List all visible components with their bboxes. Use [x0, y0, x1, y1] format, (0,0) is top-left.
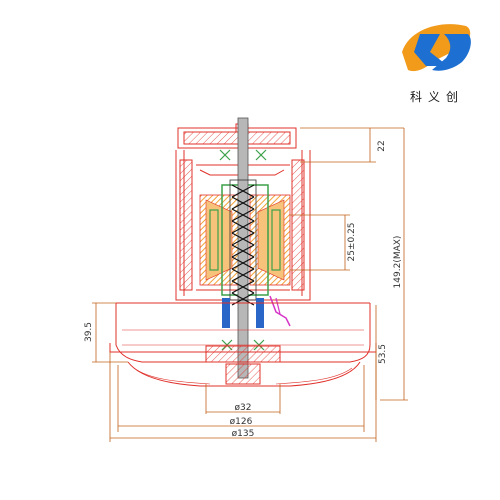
- dim-dia-outer: ø135: [232, 429, 255, 439]
- rotor-x-mark: [231, 244, 255, 258]
- rotor-x-mark: [231, 268, 255, 282]
- motor-body: [175, 123, 311, 301]
- dim-dia-inner: ø32: [235, 403, 252, 413]
- dim-overall-height: 149.2(MAX): [393, 236, 403, 289]
- rotor-x-mark: [231, 208, 255, 222]
- dim-left-height: 39.5: [84, 322, 94, 342]
- brand-logo: [402, 24, 471, 72]
- dimension-lines: [92, 127, 408, 442]
- fan-housing: [109, 302, 377, 387]
- dim-dia-mid: ø126: [230, 417, 253, 427]
- dim-base-height: 53.5: [378, 344, 388, 364]
- dim-stator-height: 25±0.25: [347, 222, 357, 261]
- rotor-x-mark: [231, 256, 255, 270]
- rotor-x-mark: [231, 232, 255, 246]
- rotor-x-mark: [231, 196, 255, 210]
- dimension-labels: 22 25±0.25 149.2(MAX) 39.5 53.5 ø32 ø126…: [84, 140, 403, 439]
- rotor-x-mark: [231, 280, 255, 294]
- dim-top-height: 22: [377, 140, 387, 151]
- rotor-x-mark: [231, 220, 255, 234]
- rotor-x-mark: [231, 184, 255, 198]
- brand-name: 科义创: [410, 90, 465, 104]
